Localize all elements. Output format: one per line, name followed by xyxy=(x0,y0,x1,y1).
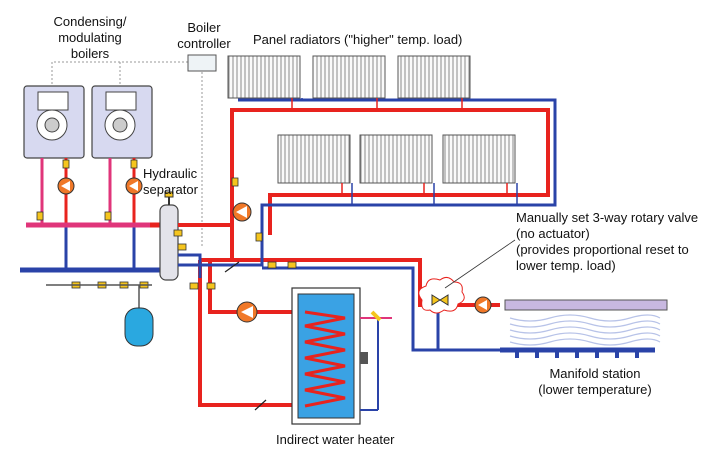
controller-label-line-1: Boiler xyxy=(187,20,221,35)
controller-label: Boiler controller xyxy=(172,20,236,52)
separator-label-line-2: separator xyxy=(143,182,198,197)
valve-callout-line xyxy=(444,239,516,289)
valve-label: Manually set 3-way rotary valve (no actu… xyxy=(516,210,698,274)
distribution-supply-piping xyxy=(178,108,550,407)
heater-label: Indirect water heater xyxy=(276,432,395,447)
valve-label-line-4: lower temp. load) xyxy=(516,258,616,273)
manifold-label-line-2: (lower temperature) xyxy=(538,382,652,397)
boiler-circulator-1 xyxy=(57,177,75,195)
hydraulic-separator xyxy=(159,204,179,281)
boiler-1 xyxy=(23,85,85,159)
dhw-circulator xyxy=(236,301,258,323)
boiler-circulator-2 xyxy=(125,177,143,195)
valve-label-line-2: (no actuator) xyxy=(516,226,590,241)
radiator-branches xyxy=(291,98,518,205)
air-vent-cap xyxy=(164,191,174,198)
separator-label: Hydraulic separator xyxy=(143,166,198,198)
indirect-water-heater xyxy=(291,287,368,425)
radiators-lower-row xyxy=(277,134,516,184)
dhw-piping xyxy=(360,310,392,411)
boilers-label-line-1: Condensing/ xyxy=(53,14,127,29)
radiators-upper-row xyxy=(227,55,471,99)
boilers-label: Condensing/ modulating boilers xyxy=(40,14,140,62)
supply-manifold xyxy=(504,299,668,311)
radiator-circulator xyxy=(232,202,252,222)
boilers-label-line-3: boilers xyxy=(70,46,110,61)
check-valves xyxy=(224,261,267,411)
rotary-valve xyxy=(418,276,465,314)
boiler-2 xyxy=(91,85,153,159)
boiler-controller-box xyxy=(187,54,217,72)
valve-label-line-1: Manually set 3-way rotary valve xyxy=(516,210,699,225)
radiators-label: Panel radiators ("higher" temp. load) xyxy=(253,32,463,47)
manifold-ports xyxy=(515,352,639,358)
floor-circulator xyxy=(474,296,492,314)
radiant-floor-loops xyxy=(509,314,661,346)
controller-label-line-2: controller xyxy=(177,36,231,51)
control-wiring xyxy=(51,61,203,248)
valve-label-line-3: (provides proportional reset to xyxy=(516,242,689,257)
expansion-tank xyxy=(124,285,154,347)
boiler-piping xyxy=(40,158,136,270)
manifold-label: Manifold station (lower temperature) xyxy=(520,366,670,398)
separator-label-line-1: Hydraulic xyxy=(143,166,198,181)
boilers-label-line-2: modulating xyxy=(58,30,122,45)
manifold-label-line-1: Manifold station xyxy=(549,366,641,381)
